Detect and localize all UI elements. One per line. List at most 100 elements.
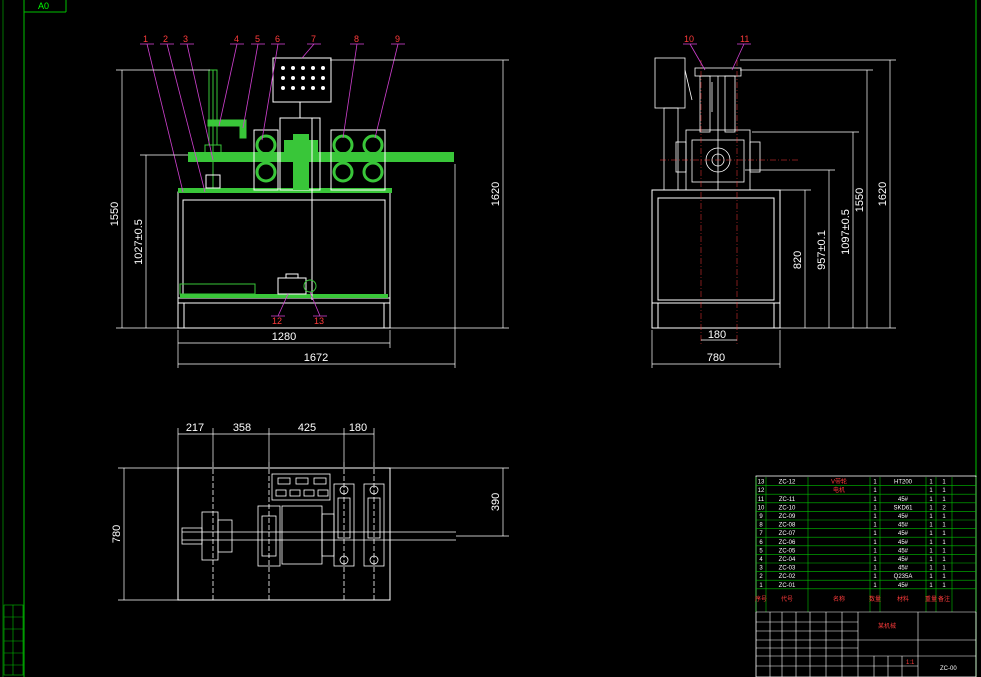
- parts-cell-qty: 1: [873, 523, 877, 529]
- parts-cell-qty: 1: [873, 514, 877, 520]
- parts-cell-qty: 1: [873, 583, 877, 589]
- parts-cell-no: 10: [758, 505, 765, 511]
- parts-cell-qty: 1: [873, 557, 877, 563]
- dim-425-top: 425: [298, 422, 316, 434]
- parts-cell-b: 1: [942, 574, 946, 580]
- front-top-beam: [188, 152, 454, 162]
- parts-cell-code: ZC-01: [779, 583, 796, 589]
- parts-cell-a: 1: [929, 514, 933, 520]
- parts-cell-qty: 1: [873, 548, 877, 554]
- dim-1280-front: 1280: [272, 331, 296, 343]
- callout-10: 10: [684, 34, 694, 44]
- dim-390-top: 390: [490, 493, 502, 511]
- parts-cell-mat: SKD61: [893, 505, 913, 511]
- top-dimension-lines: [118, 428, 509, 601]
- parts-header-no: 序号: [755, 595, 767, 603]
- dim-780-side: 780: [707, 352, 725, 364]
- parts-cell-no: 12: [758, 488, 765, 494]
- parts-cell-no: 8: [759, 523, 763, 529]
- parts-cell-no: 6: [759, 540, 763, 546]
- parts-cell-a: 1: [929, 574, 933, 580]
- parts-cell-code: ZC-10: [779, 505, 796, 511]
- parts-cell-b: 2: [942, 505, 946, 511]
- side-centerlines: [660, 60, 800, 345]
- revision-strip: [3, 604, 24, 676]
- front-control-panel: [272, 57, 332, 118]
- parts-cell-a: 1: [929, 505, 933, 511]
- parts-cell-no: 3: [759, 566, 763, 572]
- parts-cell-b: 1: [942, 540, 946, 546]
- parts-cell-mat: 45#: [898, 566, 909, 572]
- parts-header-weight: 重量: [925, 595, 937, 603]
- parts-cell-b: 1: [942, 480, 946, 486]
- parts-cell-qty: 1: [873, 505, 877, 511]
- dim-780-top: 780: [111, 525, 123, 543]
- callout-13: 13: [314, 316, 324, 326]
- top-view: 217 358 425 180 780 390: [111, 422, 509, 601]
- parts-cell-mat: 45#: [898, 514, 909, 520]
- parts-cell-code: ZC-12: [779, 480, 796, 486]
- parts-cell-mat: HT200: [894, 480, 913, 486]
- parts-cell-qty: 1: [873, 488, 877, 494]
- parts-cell-a: 1: [929, 566, 933, 572]
- parts-cell-mat: 45#: [898, 531, 909, 537]
- parts-cell-b: 1: [942, 548, 946, 554]
- parts-cell-no: 7: [759, 531, 763, 537]
- callout-1: 1: [143, 34, 148, 44]
- side-table-frame: [651, 189, 781, 329]
- parts-header-mat: 材料: [897, 595, 909, 603]
- parts-cell-a: 1: [929, 488, 933, 494]
- parts-cell-no: 1: [759, 583, 763, 589]
- dim-358-top: 358: [233, 422, 251, 434]
- front-bottom-shelf: [180, 294, 388, 298]
- side-leaders: [683, 43, 751, 71]
- front-motor-base: [179, 283, 256, 295]
- parts-cell-b: 1: [942, 531, 946, 537]
- top-table-outline: [177, 467, 391, 601]
- parts-cell-no: 11: [758, 497, 765, 503]
- dim-1550-front: 1550: [109, 202, 121, 226]
- parts-cell-b: 1: [942, 488, 946, 494]
- parts-cell-a: 1: [929, 523, 933, 529]
- dim-1620-side: 1620: [877, 182, 889, 206]
- side-mechanism: [654, 57, 761, 191]
- parts-cell-a: 1: [929, 540, 933, 546]
- callout-8: 8: [354, 34, 359, 44]
- sheet-size-label: A0: [38, 1, 49, 11]
- parts-cell-mat: 45#: [898, 557, 909, 563]
- parts-cell-mat: Q235A: [894, 574, 913, 580]
- front-table-frame: [177, 191, 391, 329]
- parts-header-name: 名称: [833, 595, 845, 603]
- dim-1027-front: 1027±0.5: [133, 219, 145, 265]
- title-drawing-no: ZC-00: [940, 666, 957, 672]
- parts-cell-b: 1: [942, 566, 946, 572]
- parts-cell-a: 1: [929, 497, 933, 503]
- parts-cell-name: V带轮: [831, 478, 847, 486]
- parts-header-qty: 数量: [869, 595, 881, 603]
- parts-cell-b: 1: [942, 583, 946, 589]
- parts-cell-no: 5: [759, 548, 763, 554]
- parts-cell-a: 1: [929, 548, 933, 554]
- parts-cell-code: ZC-07: [779, 531, 796, 537]
- parts-cell-no: 2: [759, 574, 763, 580]
- dim-1097-side: 1097±0.5: [840, 209, 852, 255]
- parts-header-code: 代号: [781, 595, 793, 603]
- parts-cell-code: ZC-08: [779, 523, 796, 529]
- dim-1620-front: 1620: [490, 182, 502, 206]
- dim-180-side: 180: [708, 329, 726, 341]
- parts-cell-b: 1: [942, 557, 946, 563]
- parts-cell-mat: 45#: [898, 583, 909, 589]
- parts-cell-code: ZC-03: [779, 566, 796, 572]
- parts-cell-qty: 1: [873, 574, 877, 580]
- parts-cell-no: 4: [759, 557, 763, 563]
- parts-cell-code: ZC-04: [779, 557, 796, 563]
- front-motor: [277, 273, 317, 295]
- dim-217-top: 217: [186, 422, 204, 434]
- title-org: 某机械: [878, 622, 896, 630]
- callout-9: 9: [395, 34, 400, 44]
- parts-cell-mat: 45#: [898, 523, 909, 529]
- title-block: [756, 611, 976, 677]
